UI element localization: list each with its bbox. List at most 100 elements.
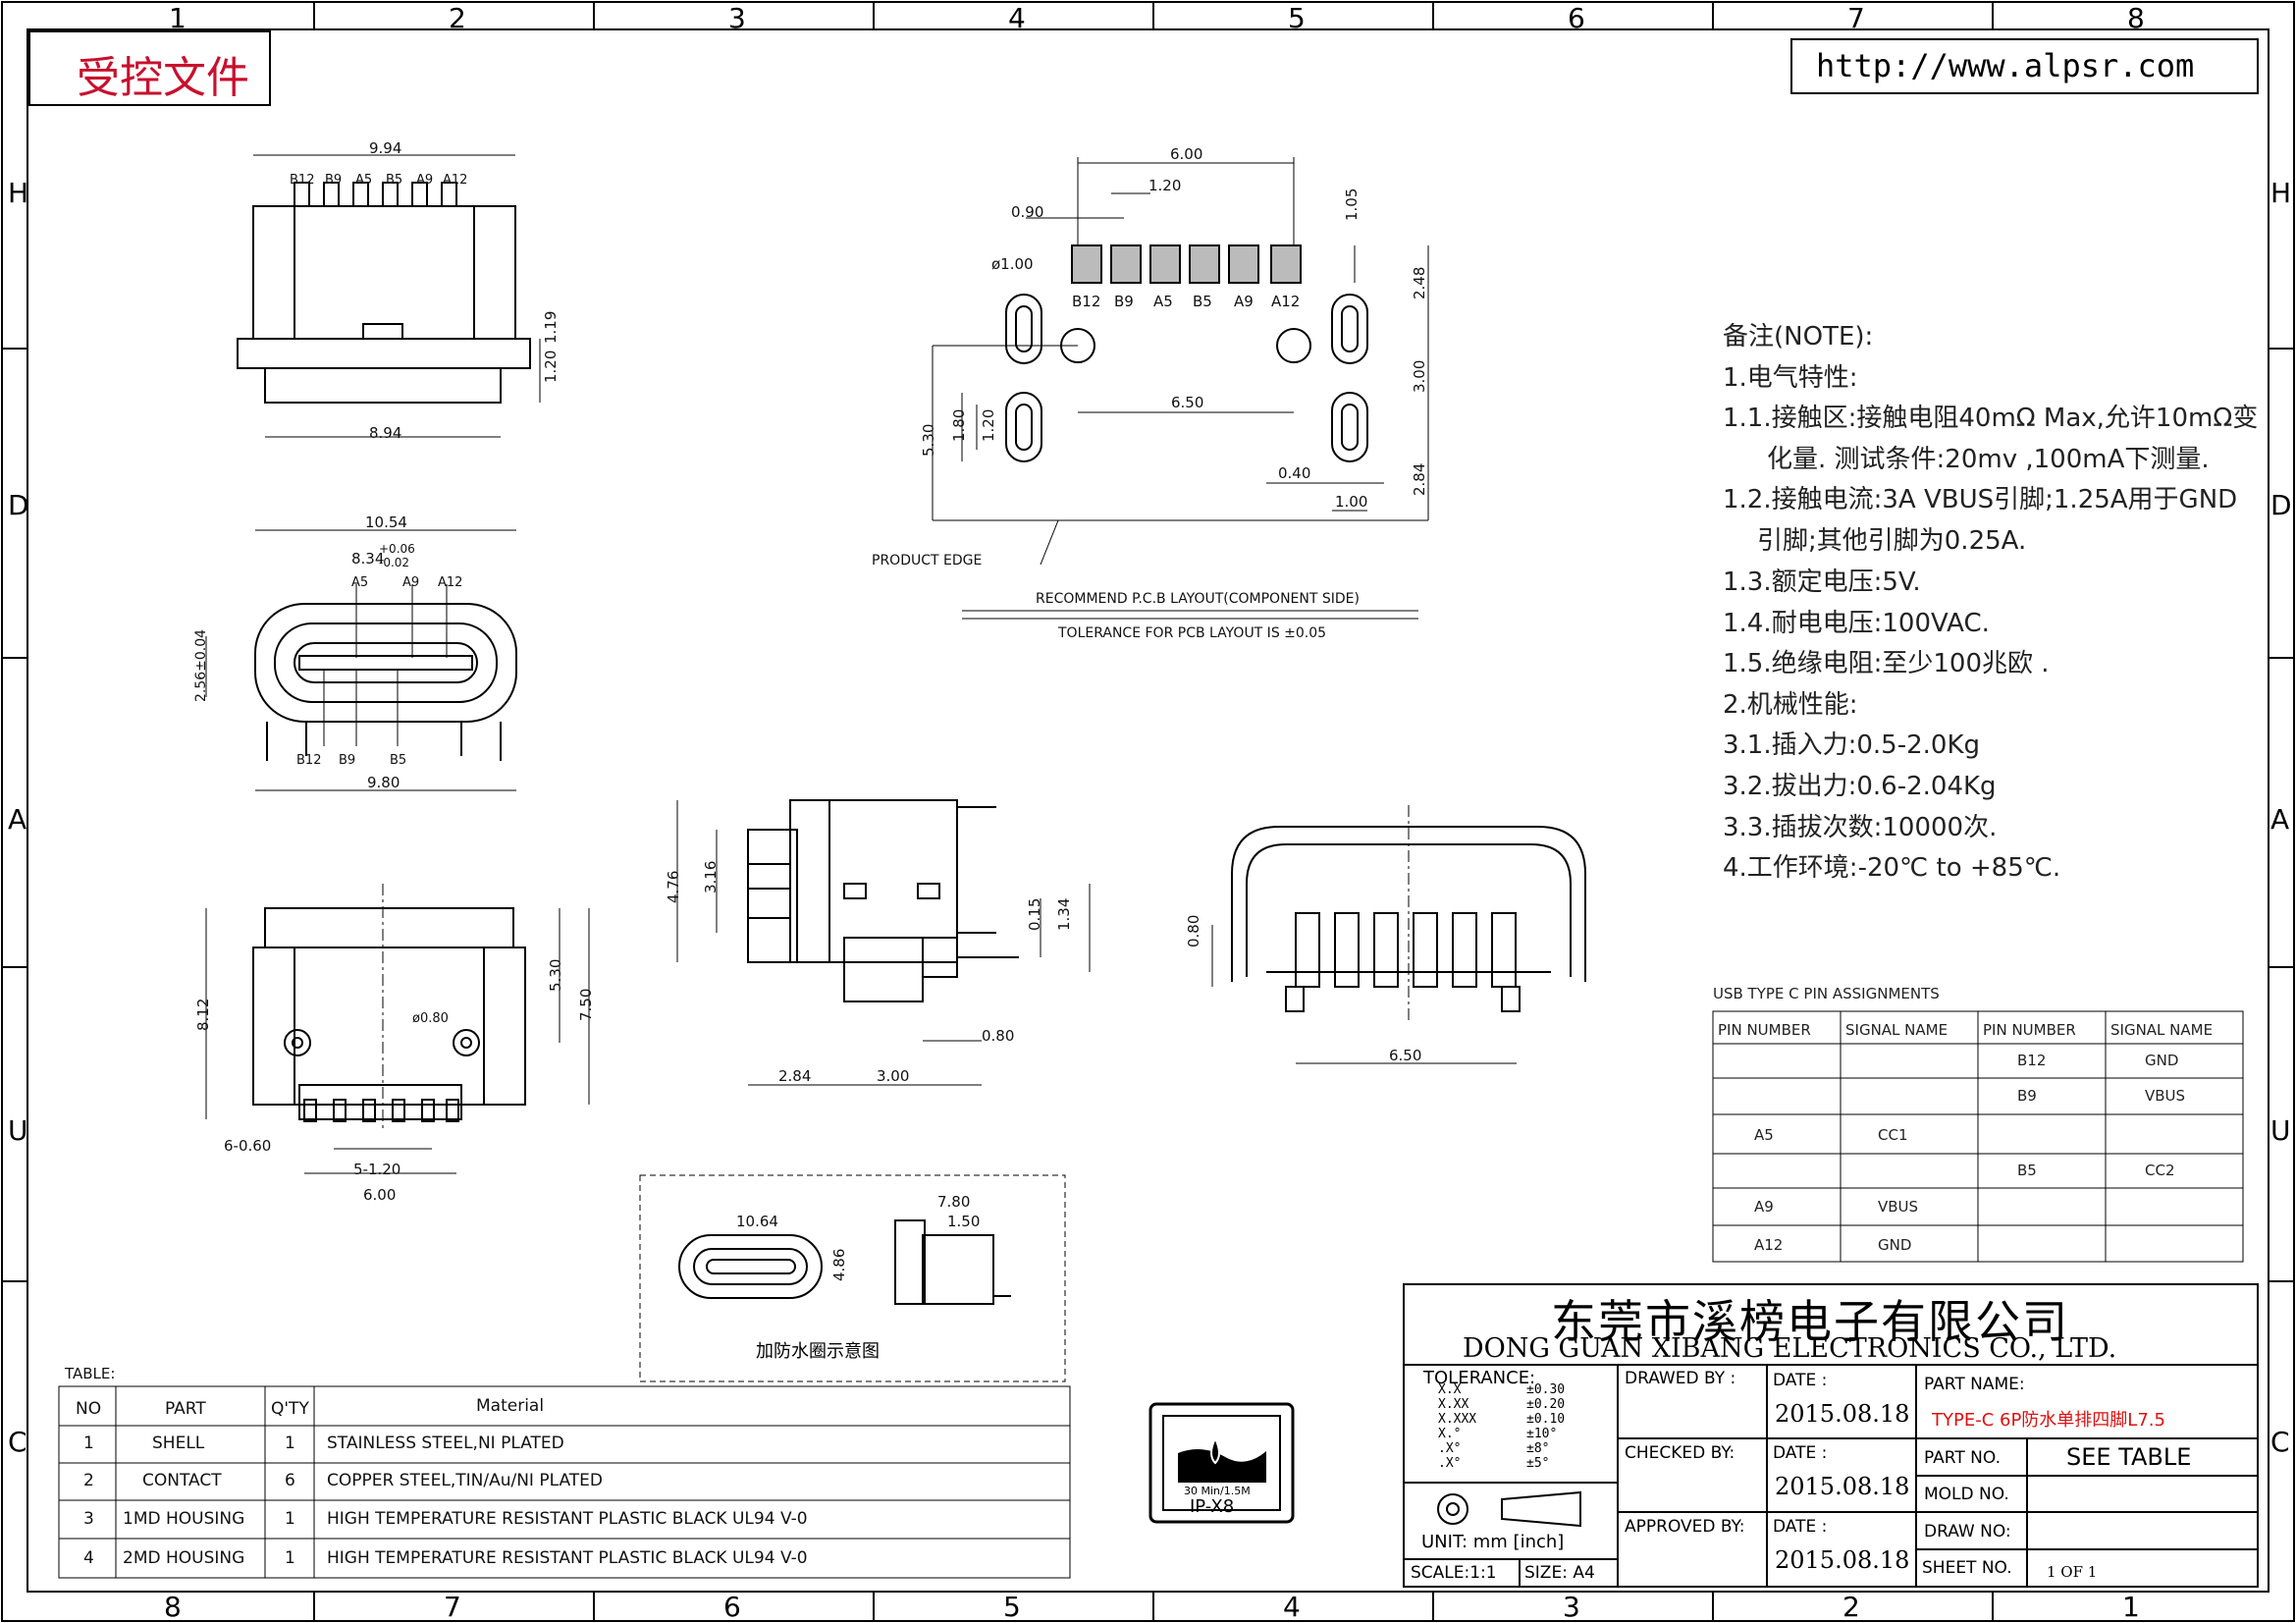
pcb-dim-6-00: 6.00	[1170, 145, 1203, 163]
scale-label: SCALE:1:1	[1411, 1563, 1497, 1583]
row-label-a-left: A	[8, 803, 27, 836]
row-label-u-left: U	[8, 1114, 28, 1147]
part-no-label: PART NO.	[1924, 1448, 2001, 1468]
dim-5-1-20: 5-1.20	[353, 1161, 401, 1178]
dim-hole-0-80: ø0.80	[412, 1011, 449, 1026]
pcb-layout	[1005, 244, 1368, 462]
ip-rating: IP-X8	[1190, 1496, 1235, 1517]
bottom-view	[252, 907, 526, 1122]
side-dim-2-84: 2.84	[778, 1067, 812, 1085]
pin-label-front-a5: A5	[351, 575, 369, 590]
parts-r2-qty: 6	[285, 1471, 295, 1490]
unit-label: UNIT: mm [inch]	[1421, 1532, 1565, 1552]
parts-r1-part: SHELL	[152, 1434, 205, 1453]
product-edge-label: PRODUCT EDGE	[872, 553, 983, 568]
col-label-bottom-1: 1	[2122, 1591, 2140, 1623]
pin-label-front-a9: A9	[402, 575, 420, 590]
note-line-8: 1.5.绝缘电阻:至少100兆欧 .	[1723, 649, 2050, 678]
pin-label-front-b9: B9	[339, 753, 356, 768]
pcb-dim-1-20: 1.20	[1148, 177, 1182, 194]
col-label-2: 2	[449, 2, 466, 34]
parts-r2-material: COPPER STEEL,TIN/Au/NI PLATED	[327, 1471, 603, 1490]
side-dim-0-15: 0.15	[1026, 897, 1043, 931]
date-label-3: DATE :	[1773, 1517, 1828, 1537]
parts-header-qty: Q'TY	[271, 1399, 309, 1419]
dim-5-30-side: 5.30	[547, 958, 564, 992]
date-value-3: 2015.08.18	[1775, 1546, 1910, 1574]
part-no-value: SEE TABLE	[2066, 1443, 2192, 1471]
bottom-view-dims	[205, 884, 590, 1174]
website-box	[1790, 38, 2259, 94]
rear-dim-6-50: 6.50	[1389, 1047, 1422, 1064]
pin-cell-r5-c2: VBUS	[1878, 1198, 1919, 1216]
row-label-h-left: H	[8, 177, 29, 209]
controlled-document-stamp: 受控文件	[77, 53, 249, 103]
top-view	[237, 182, 531, 404]
pin-cell-r1-c3: B12	[2017, 1052, 2047, 1069]
side-dim-4-76: 4.76	[665, 870, 682, 903]
parts-table-title: TABLE:	[65, 1365, 116, 1382]
top-view-dims	[253, 154, 541, 438]
tol-right-5: ±8°	[1526, 1441, 1550, 1456]
part-name-value: TYPE-C 6P防水单排四脚L7.5	[1932, 1410, 2165, 1431]
col-label-1: 1	[169, 2, 187, 34]
pcb-dim-2-48: 2.48	[1411, 266, 1428, 299]
wp-dim-10-64: 10.64	[736, 1213, 778, 1230]
parts-header-part: PART	[165, 1399, 206, 1419]
pcb-hole-dia: ø1.00	[991, 255, 1034, 273]
parts-table-grid	[58, 1385, 1071, 1579]
tol-left-2: X.XX	[1438, 1397, 1469, 1412]
note-line-5: 引脚;其他引脚为0.25A.	[1757, 526, 2027, 556]
note-line-1: 1.电气特性:	[1723, 363, 1858, 393]
row-label-a-right: A	[2270, 803, 2290, 836]
parts-r2-no: 2	[83, 1471, 94, 1490]
parts-r3-material: HIGH TEMPERATURE RESISTANT PLASTIC BLACK…	[327, 1509, 808, 1529]
inner-frame	[27, 28, 2269, 1593]
tol-right-2: ±0.20	[1526, 1397, 1566, 1412]
pcb-pin-b5: B5	[1193, 293, 1212, 310]
ip-depth-label: 30 Min/1.5M	[1184, 1485, 1251, 1497]
dim-tol-minus: -0.02	[379, 556, 410, 569]
parts-header-no: NO	[76, 1399, 102, 1419]
pcb-dim-1-00: 1.00	[1335, 493, 1368, 511]
parts-r4-material: HIGH TEMPERATURE RESISTANT PLASTIC BLACK…	[327, 1548, 808, 1568]
company-name-cn: 东莞市溪榜电子有限公司	[1551, 1295, 2069, 1348]
row-label-h-right: H	[2270, 177, 2292, 209]
note-line-12: 3.3.插拔次数:10000次.	[1723, 813, 1998, 842]
pcb-tolerance-label: TOLERANCE FOR PCB LAYOUT IS ±0.05	[1058, 625, 1327, 641]
pin-cell-r3-c2: CC1	[1878, 1126, 1908, 1144]
wp-dim-1-50: 1.50	[947, 1213, 981, 1230]
tol-right-1: ±0.30	[1526, 1382, 1566, 1397]
note-line-13: 4.工作环境:-20℃ to +85℃.	[1723, 853, 2061, 883]
part-name-label: PART NAME:	[1924, 1375, 2025, 1394]
dim-9-94: 9.94	[369, 139, 402, 157]
pcb-dim-0-90: 0.90	[1011, 203, 1044, 221]
pin-table-grid	[1712, 1010, 2244, 1263]
mold-no-label: MOLD NO.	[1924, 1485, 2009, 1504]
tol-right-6: ±5°	[1526, 1456, 1550, 1471]
website-url[interactable]: http://www.alpsr.com	[1816, 47, 2195, 84]
pin-label-b12: B12	[290, 173, 315, 188]
draw-no-label: DRAW NO:	[1924, 1522, 2011, 1542]
drawn-by-label: DRAWED BY :	[1625, 1369, 1736, 1388]
company-name-en: DONG GUAN XIBANG ELECTRONICS CO., LTD.	[1463, 1333, 2117, 1364]
parts-r1-material: STAINLESS STEEL,NI PLATED	[327, 1434, 564, 1453]
front-view	[254, 603, 517, 761]
pcb-dim-6-50: 6.50	[1171, 394, 1204, 411]
pin-cell-r4-c4: CC2	[2145, 1162, 2175, 1179]
dim-6-00-bottom: 6.00	[363, 1186, 397, 1204]
date-label-1: DATE :	[1773, 1371, 1828, 1390]
pcb-dim-0-40: 0.40	[1278, 464, 1311, 482]
pcb-dim-5-30: 5.30	[920, 423, 937, 457]
row-label-u-right: U	[2270, 1114, 2291, 1147]
col-label-bottom-6: 6	[723, 1591, 741, 1623]
pin-table-title: USB TYPE C PIN ASSIGNMENTS	[1713, 985, 1940, 1002]
tol-left-3: X.XXX	[1438, 1412, 1477, 1427]
parts-r4-part: 2MD HOUSING	[123, 1548, 245, 1568]
parts-r1-no: 1	[83, 1434, 94, 1453]
pcb-recommend-label: RECOMMEND P.C.B LAYOUT(COMPONENT SIDE)	[1036, 591, 1360, 607]
pcb-pin-b9: B9	[1114, 293, 1134, 310]
stamp-box	[28, 30, 271, 106]
